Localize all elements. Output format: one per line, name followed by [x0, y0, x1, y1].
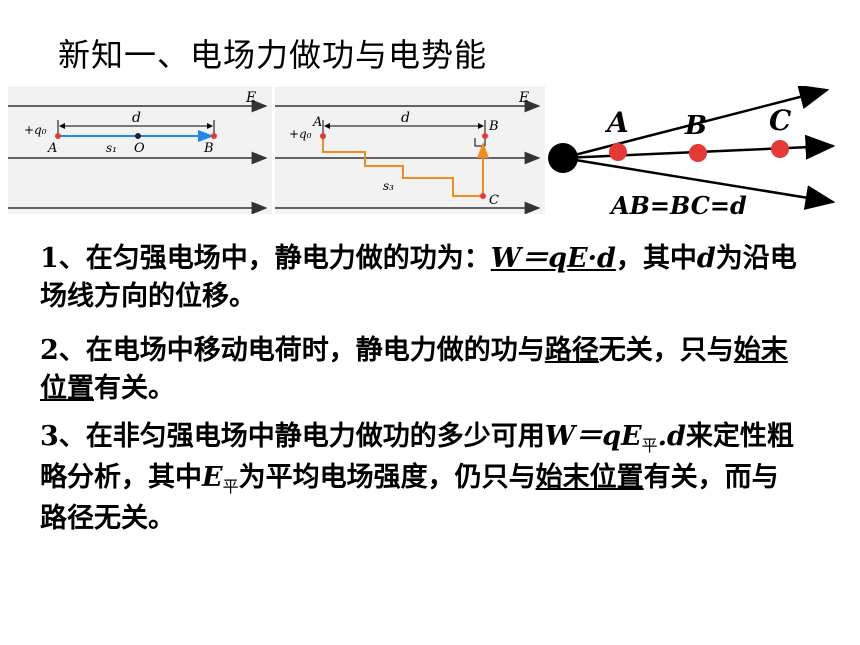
field-line: [562, 156, 836, 210]
source-charge: [548, 143, 578, 173]
keyword-path: 路径: [544, 335, 599, 366]
point-o-label: O: [134, 141, 145, 156]
point-b-label: B: [488, 119, 499, 134]
point-a-label: A: [47, 141, 57, 156]
uniform-field-straight-path-figure: E d +q₀ A s₁ O B: [8, 86, 272, 214]
page-title: 新知一、电场力做功与电势能: [58, 36, 488, 74]
field-label: E: [518, 90, 529, 106]
uniform-field-stepped-path-figure: E d A +q₀ B s₃ C: [275, 86, 545, 214]
point-o: [135, 133, 141, 139]
field-label: E: [245, 90, 256, 106]
charge-label: +q₀: [24, 123, 47, 137]
nonuniform-formula: W＝qE: [544, 421, 642, 452]
keyword-endpoints: 始末位置: [40, 335, 788, 404]
point-a: [320, 133, 326, 139]
d-label: d: [132, 110, 141, 126]
keyword-endpoints: 始末位置: [535, 462, 644, 493]
avg-field-symbol: E: [202, 462, 223, 493]
charge-label: +q₀: [289, 127, 312, 141]
distance-caption: AB=BC=d: [609, 191, 747, 220]
point-a: [55, 133, 61, 139]
point-a-label: A: [604, 106, 629, 139]
point-b: [211, 133, 217, 139]
var-d: d: [696, 243, 716, 274]
work-formula: W＝qE·d: [490, 243, 616, 274]
point-b: [482, 133, 488, 139]
paragraph-3: 3、在非匀强电场中静电力做功的多少可用W＝qE平.d来定性粗略分析，其中E平为平…: [40, 421, 794, 534]
paragraph-2: 2、在电场中移动电荷时，静电力做的功与路径无关，只与始末位置有关。: [40, 335, 788, 404]
point-charge-field-figure: A B C AB=BC=d: [545, 86, 845, 222]
point-c-label: C: [769, 104, 792, 137]
paragraph-1: 1、在匀强电场中，静电力做的功为：W＝qE·d，其中d为沿电场线方向的位移。: [40, 243, 797, 312]
point-c: [480, 193, 486, 199]
s3-label: s₃: [383, 179, 394, 193]
point-c-label: C: [489, 193, 499, 208]
displacement-s3: [322, 138, 483, 197]
point-b-label: B: [203, 141, 214, 156]
point-b-label: B: [684, 111, 707, 141]
field-line: [562, 86, 830, 160]
d-label: d: [401, 110, 410, 126]
point-a-label: A: [312, 115, 322, 130]
point-b: [689, 144, 707, 162]
point-a: [609, 143, 627, 161]
s1-label: s₁: [106, 141, 117, 155]
point-c: [771, 140, 789, 158]
